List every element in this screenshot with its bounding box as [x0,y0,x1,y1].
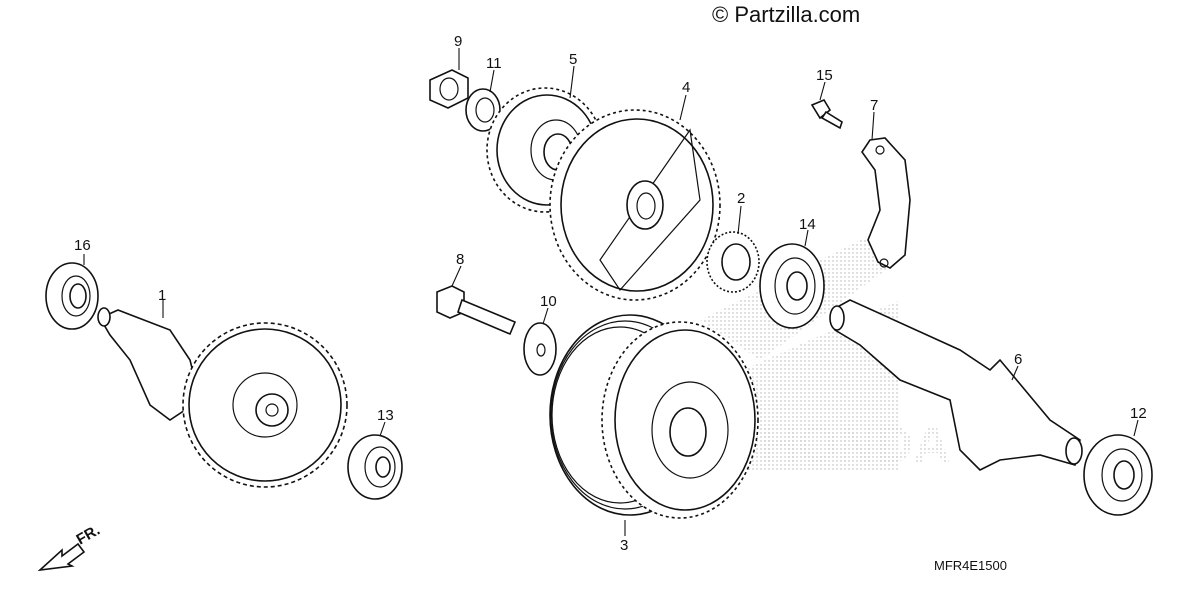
part-14-bearing [759,243,825,329]
part-6-output-shaft [829,299,1083,471]
callout-15: 15 [816,67,833,84]
part-7-bracket [861,137,911,269]
part-3-drum-gear [549,314,759,519]
part-1-shaft-gear [97,307,348,488]
callout-6: 6 [1014,351,1022,368]
part-13-bearing [347,434,403,500]
callout-14: 14 [799,216,816,233]
callout-13: 13 [377,407,394,424]
part-8-bolt [436,285,517,336]
front-direction-marker: FR. [37,522,103,572]
part-16-bearing [45,262,99,330]
callout-10: 10 [540,293,557,310]
part-10-washer [523,322,557,376]
callout-labels: 16 1 9 11 5 4 2 14 15 7 8 10 6 12 13 3 [74,33,1147,554]
part-4-gear [549,109,721,301]
svg-text:HONDA: HONDA [760,416,951,474]
callout-12: 12 [1130,405,1147,422]
drawing-code: MFR4E1500 [934,558,1007,573]
part-12-bearing [1083,434,1153,516]
callout-2: 2 [737,190,745,207]
callout-16: 16 [74,237,91,254]
callout-9: 9 [454,33,462,50]
callout-7: 7 [870,97,878,114]
watermark-text: © Partzilla.com [712,2,860,27]
callout-4: 4 [682,79,690,96]
part-15-bolt [810,98,843,130]
part-9-nut [429,69,469,109]
callout-1: 1 [158,287,166,304]
leader-lines [83,48,1139,536]
callout-3: 3 [620,537,628,554]
callout-8: 8 [456,251,464,268]
callout-11: 11 [486,55,502,72]
part-2-needle-bearing [706,231,760,293]
callout-5: 5 [569,51,577,68]
